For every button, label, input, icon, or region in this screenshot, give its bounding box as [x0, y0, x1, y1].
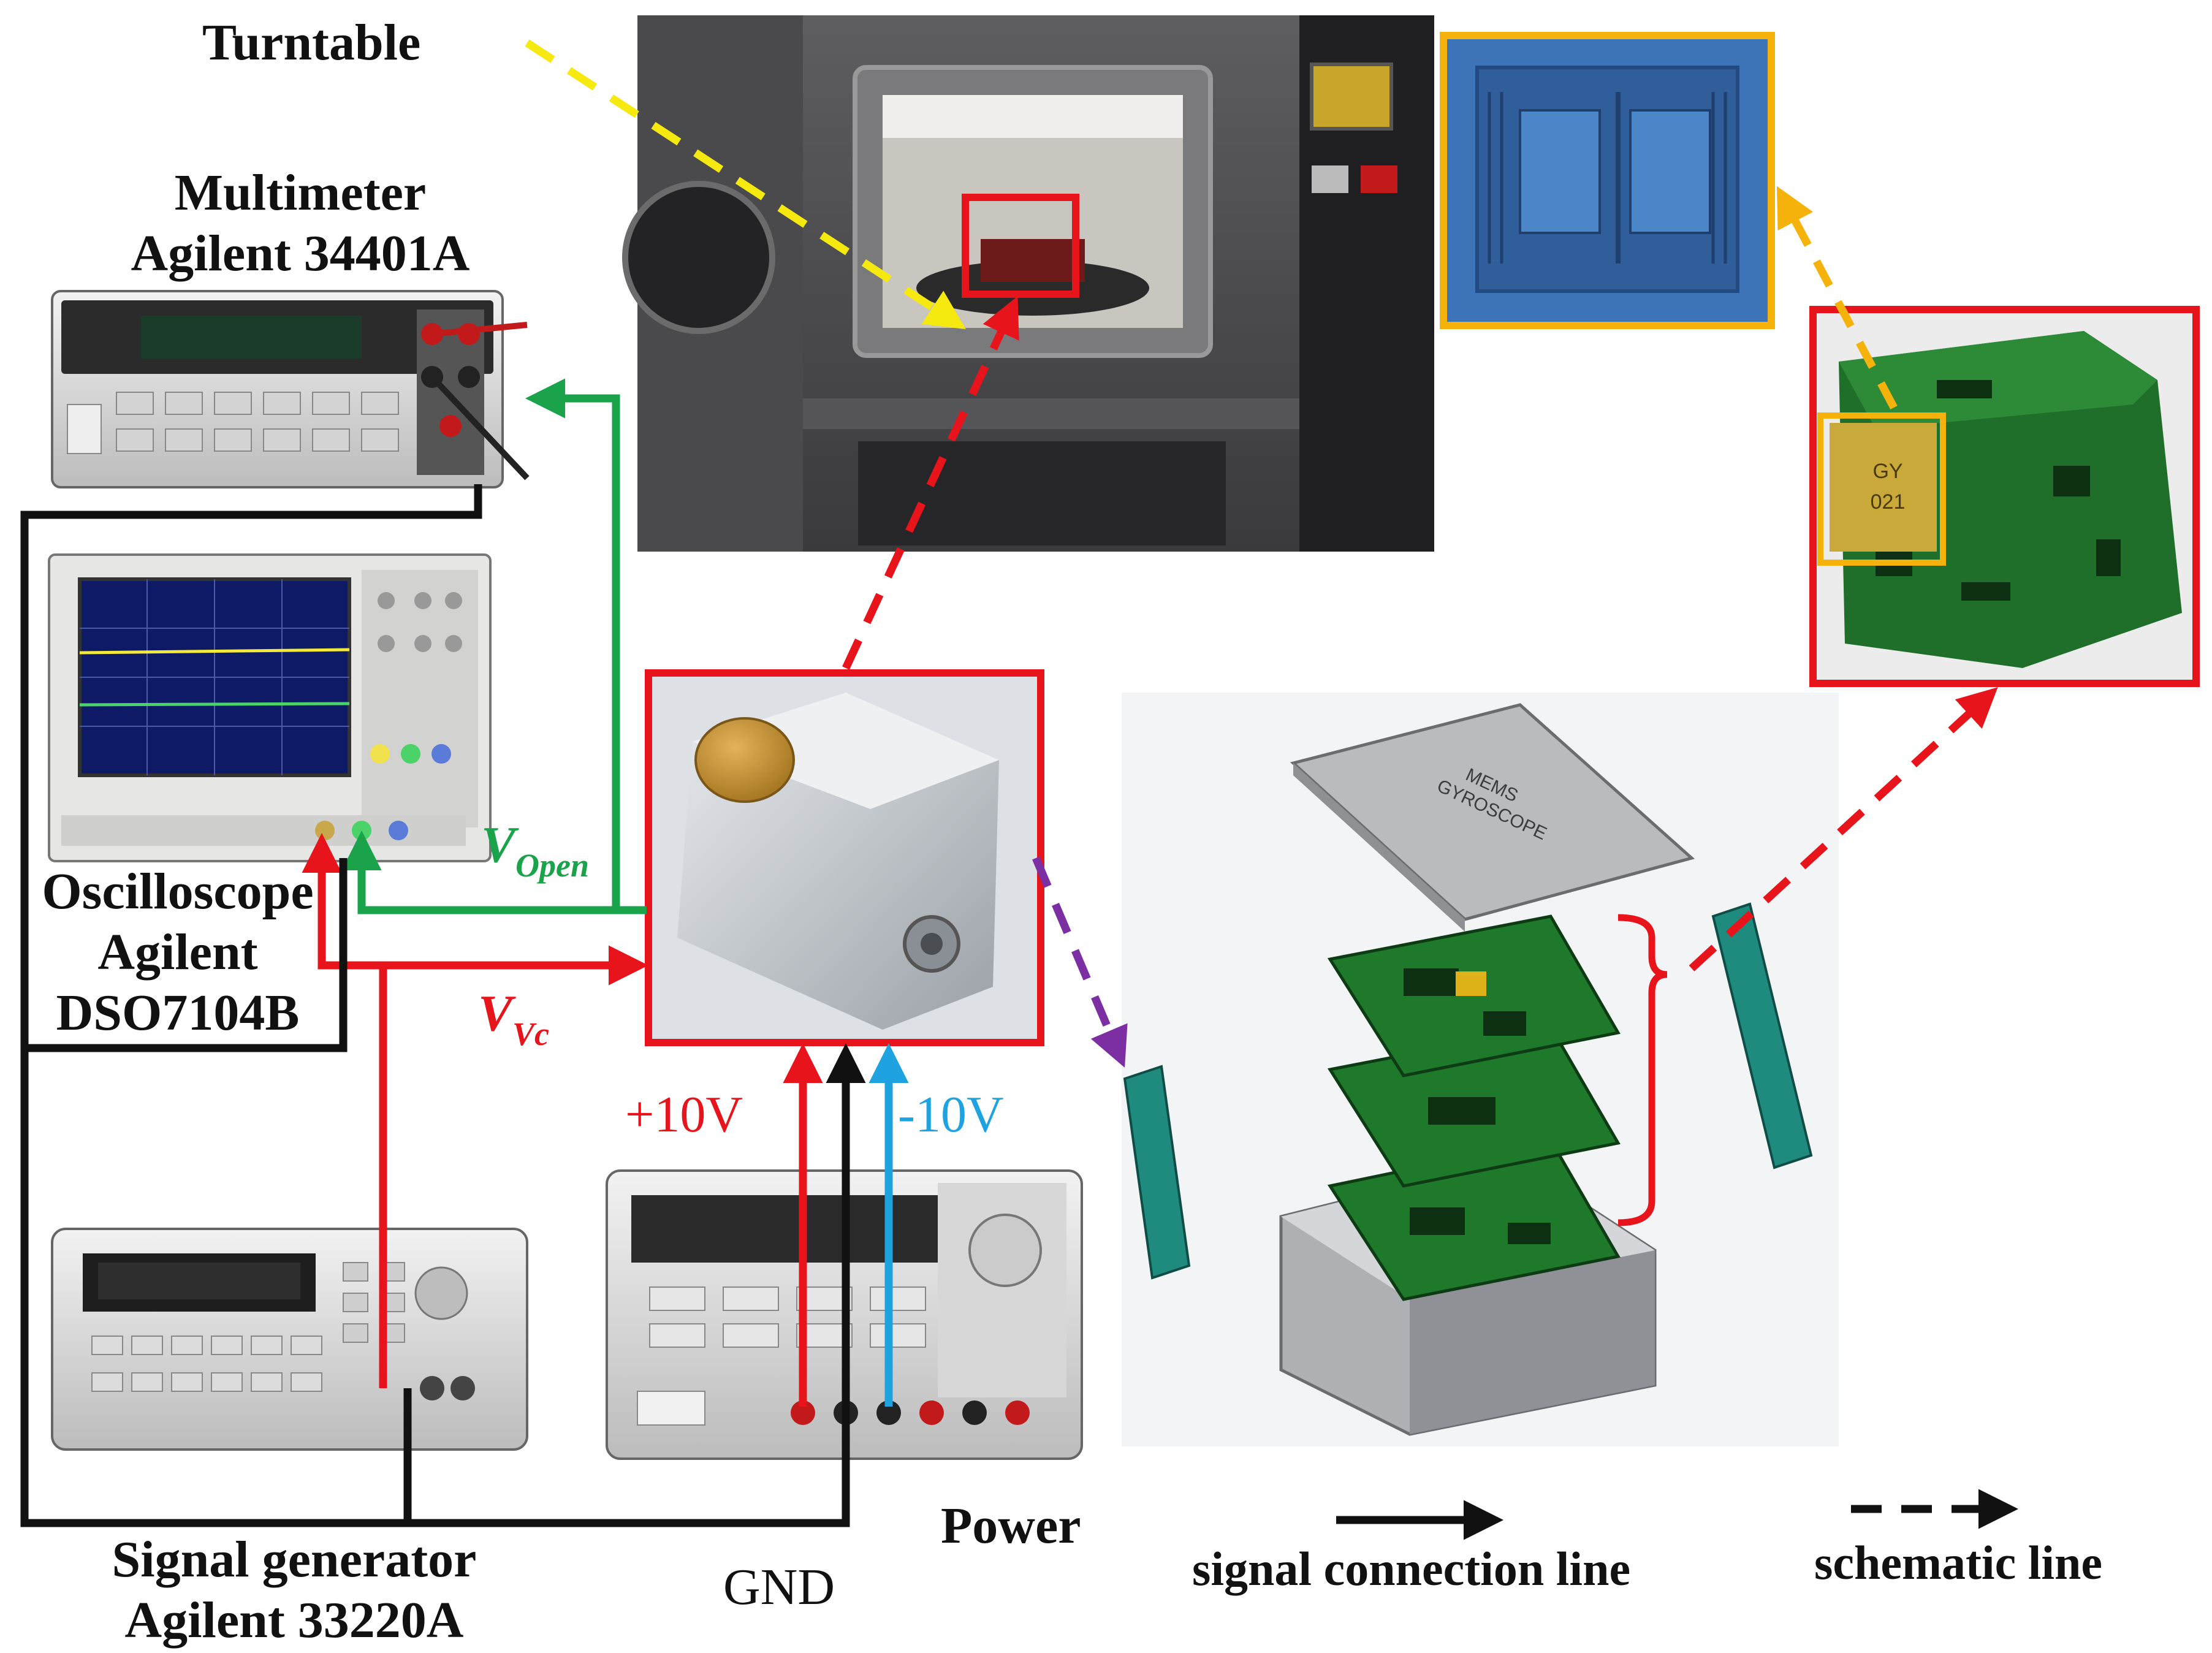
gyro-cube-frame [645, 669, 1044, 1046]
multimeter-device [51, 290, 530, 488]
oscilloscope-label-line1: Oscilloscope [42, 863, 314, 920]
v-vc-main: V [478, 985, 513, 1042]
signal-generator-label-line1: Signal generator [112, 1531, 477, 1588]
exploded-cad-view [1122, 693, 1839, 1446]
gnd-label: GND [723, 1559, 835, 1616]
signal-generator-device [51, 1228, 528, 1451]
oscilloscope-label-line3: DSO7104B [56, 984, 300, 1042]
legend-schematic: schematic line [1814, 1536, 2103, 1589]
pcb-stack-frame [1809, 306, 2200, 687]
turntable-label: Turntable [202, 14, 421, 71]
v-vc-label: VVc [478, 984, 549, 1052]
red-dashed-cad-to-pcb [1689, 687, 1998, 971]
gyro-cube-photo [650, 674, 1042, 1042]
v-vc-sub: Vc [512, 1016, 550, 1052]
yellow-dashed-turntable [525, 39, 966, 330]
multimeter-label: Multimeter Agilent 34401A [116, 162, 484, 284]
turntable-chamber-photo [622, 15, 1434, 552]
v-open-label: VOpen [481, 815, 589, 884]
chip-text-2: 021 [1871, 490, 1906, 514]
orange-dashed-chip-to-die [1776, 186, 1898, 410]
signal-generator-label-line2: Agilent 33220A [124, 1592, 464, 1649]
chip-text-1: GY [1872, 460, 1902, 483]
mems-die-photo [1443, 36, 1771, 325]
signal-generator-label: Signal generator Agilent 33220A [49, 1529, 539, 1651]
oscilloscope-label-line2: Agilent [97, 924, 258, 981]
oscilloscope-label: Oscilloscope Agilent DSO7104B [31, 861, 325, 1043]
green-line-multimeter [525, 378, 620, 910]
multimeter-label-line1: Multimeter [174, 164, 427, 221]
v-open-sub: Open [515, 847, 590, 884]
legend-signal-connection: signal connection line [1192, 1542, 1631, 1595]
oscilloscope-device [48, 553, 492, 862]
power-label: Power [941, 1497, 1081, 1554]
minus10v-label: -10V [898, 1086, 1004, 1143]
multimeter-label-line2: Agilent 34401A [131, 225, 470, 283]
mems-die-frame [1440, 32, 1775, 329]
v-open-main: V [481, 816, 516, 873]
chamber-target-highlight [962, 194, 1079, 298]
purple-dashed-cube-to-cad [1032, 856, 1128, 1068]
green-line-open [341, 830, 647, 914]
gyro-chip-highlight [1817, 412, 1946, 566]
black-line-osc-return [25, 858, 348, 1052]
pcb-bracket [1617, 914, 1668, 1226]
black-line-gnd [20, 484, 850, 1527]
red-dashed-cube-to-chamber [842, 296, 1019, 670]
plus10v-label: +10V [625, 1086, 743, 1143]
